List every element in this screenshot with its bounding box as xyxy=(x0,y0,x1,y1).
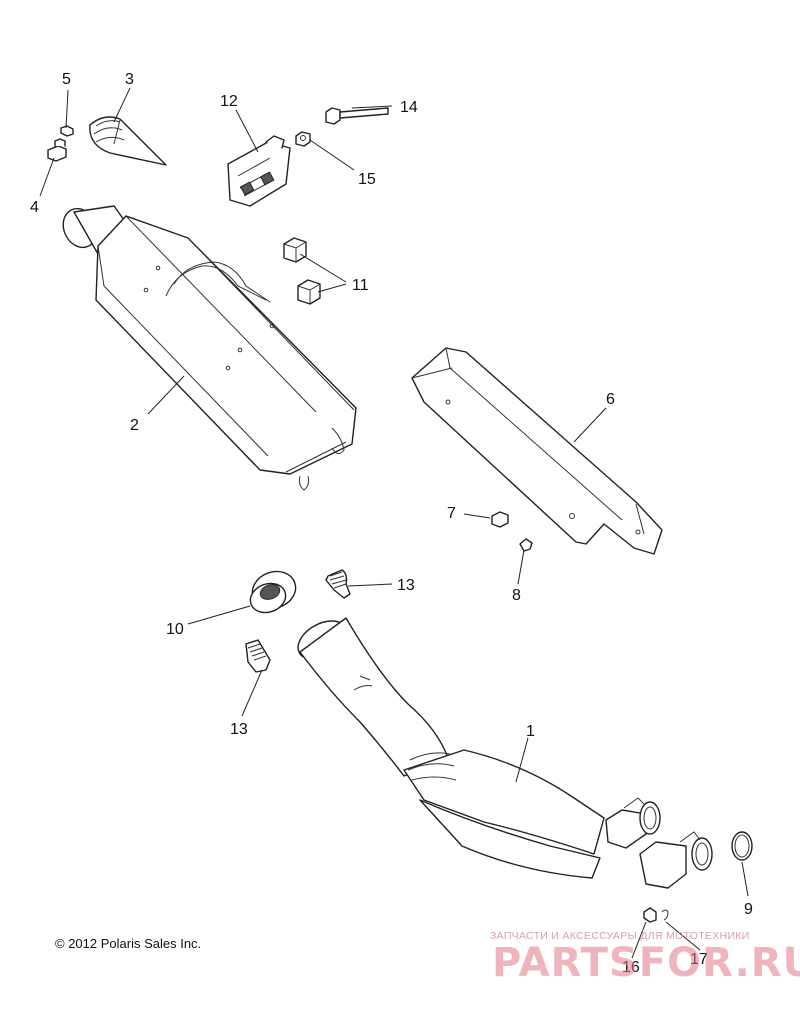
callout-7: 7 xyxy=(447,505,456,522)
part-17-pin xyxy=(661,909,669,921)
callout-8: 8 xyxy=(512,587,521,604)
watermark-tagline: ЗАПЧАСТИ И АКСЕССУАРЫ ДЛЯ МОТОТЕХНИКИ xyxy=(490,930,750,942)
callout-14: 14 xyxy=(400,99,418,116)
watermark-brand: PARTSFOR.RU xyxy=(492,940,800,986)
callout-2: 2 xyxy=(130,417,139,434)
part-9-gasket xyxy=(731,831,753,861)
part-13-spring-lower xyxy=(245,639,271,673)
part-16-clip xyxy=(643,907,657,923)
callout-10: 10 xyxy=(166,621,184,638)
part-2-muffler xyxy=(62,205,357,491)
callout-12: 12 xyxy=(220,93,238,110)
part-1-head-pipe xyxy=(297,617,713,889)
callout-11: 11 xyxy=(352,277,369,294)
part-11-grommets xyxy=(283,237,321,305)
part-15-nut xyxy=(295,131,311,147)
part-8-washer xyxy=(519,538,533,552)
copyright-notice: © 2012 Polaris Sales Inc. xyxy=(55,936,202,951)
callout-17: 17 xyxy=(690,951,708,968)
part-3-spark-arrestor xyxy=(89,116,167,166)
callout-13-upper: 13 xyxy=(397,577,415,594)
callout-5: 5 xyxy=(62,71,71,88)
callout-6: 6 xyxy=(606,391,615,408)
part-13-spring-upper xyxy=(325,569,351,599)
callout-16: 16 xyxy=(622,959,640,976)
part-14-bolt xyxy=(325,107,389,125)
callout-1: 1 xyxy=(526,723,535,740)
part-12-mount-bracket xyxy=(227,135,291,207)
callout-3: 3 xyxy=(125,71,134,88)
callout-4: 4 xyxy=(30,199,39,216)
part-10-seal-ring xyxy=(249,570,297,614)
callout-15: 15 xyxy=(358,171,376,188)
part-6-heat-shield xyxy=(411,347,663,555)
part-7-bolt xyxy=(491,511,509,528)
leader-lines xyxy=(39,87,749,959)
part-5-washer xyxy=(60,125,74,137)
part-4-bolt xyxy=(47,138,67,162)
callout-9: 9 xyxy=(744,901,753,918)
callout-13-lower: 13 xyxy=(230,721,248,738)
